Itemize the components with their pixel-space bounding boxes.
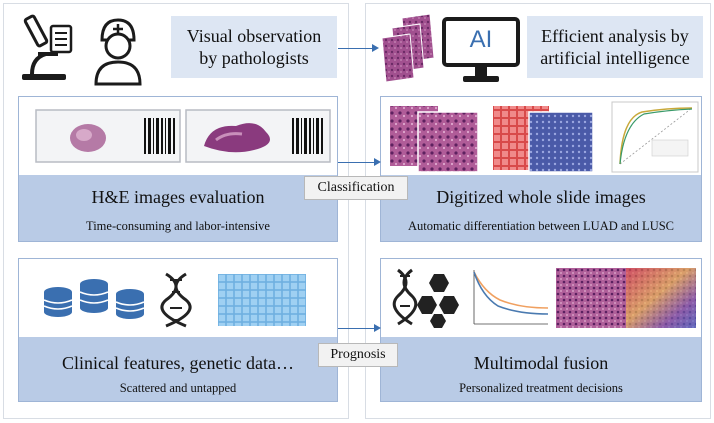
clinical-features-title: Clinical features, genetic data… [62, 353, 294, 373]
left-top-title-line2: by pathologists [199, 48, 309, 68]
clinical-features-subtitle: Scattered and untapped [119, 381, 237, 395]
right-top-title: Efficient analysis by artificial intelli… [527, 16, 703, 78]
ai-monitor-icon [442, 17, 520, 82]
pathologist-icon [94, 18, 142, 86]
right-top-title-line2: artificial intelligence [540, 48, 690, 68]
right-card-wsi-band: Digitized whole slide images Automatic d… [381, 175, 701, 241]
data-matrix-icon [218, 274, 306, 326]
survival-curve-thumbnail [473, 270, 549, 325]
database-icons [43, 279, 145, 319]
top-arrow-line [338, 48, 374, 49]
wsi-subtitle: Automatic differentiation between LUAD a… [407, 219, 675, 233]
he-evaluation-title: H&E images evaluation [91, 187, 265, 207]
left-top-title-line1: Visual observation [186, 26, 322, 46]
wsi-tiles-thumbnails [390, 106, 479, 173]
dna-hexagon-icon [392, 268, 459, 328]
he-evaluation-subtitle: Time-consuming and labor-intensive [86, 219, 270, 233]
left-card-clinical-band: Clinical features, genetic data… Scatter… [19, 337, 337, 401]
classification-arrow-line [338, 162, 376, 163]
prognosis-arrow-line [338, 328, 376, 329]
classification-arrow-head [374, 158, 381, 166]
left-top-title: Visual observation by pathologists [171, 16, 337, 78]
microscope-icon [22, 14, 73, 80]
top-arrow-head [372, 44, 379, 52]
prognosis-arrow-head [374, 324, 381, 332]
glass-slide-2 [185, 109, 331, 163]
fusion-heatmap-thumbnail [556, 268, 696, 328]
right-card-multimodal-band: Multimodal fusion Personalized treatment… [381, 337, 701, 401]
multimodal-fusion-subtitle: Personalized treatment decisions [459, 381, 623, 395]
roc-curve-thumbnail [611, 101, 699, 173]
classification-label: Classification [304, 176, 408, 200]
wsi-stack-icon [381, 13, 435, 83]
heatmap-thumbnails [493, 106, 594, 173]
prognosis-label: Prognosis [318, 343, 398, 367]
glass-slide-1 [35, 109, 181, 163]
wsi-title: Digitized whole slide images [436, 187, 646, 207]
left-card-he-band: H&E images evaluation Time-consuming and… [19, 175, 337, 241]
ai-monitor-label: AI [469, 26, 493, 53]
multimodal-fusion-title: Multimodal fusion [473, 353, 609, 373]
right-top-title-line1: Efficient analysis by [541, 26, 689, 46]
dna-icon [160, 272, 192, 328]
